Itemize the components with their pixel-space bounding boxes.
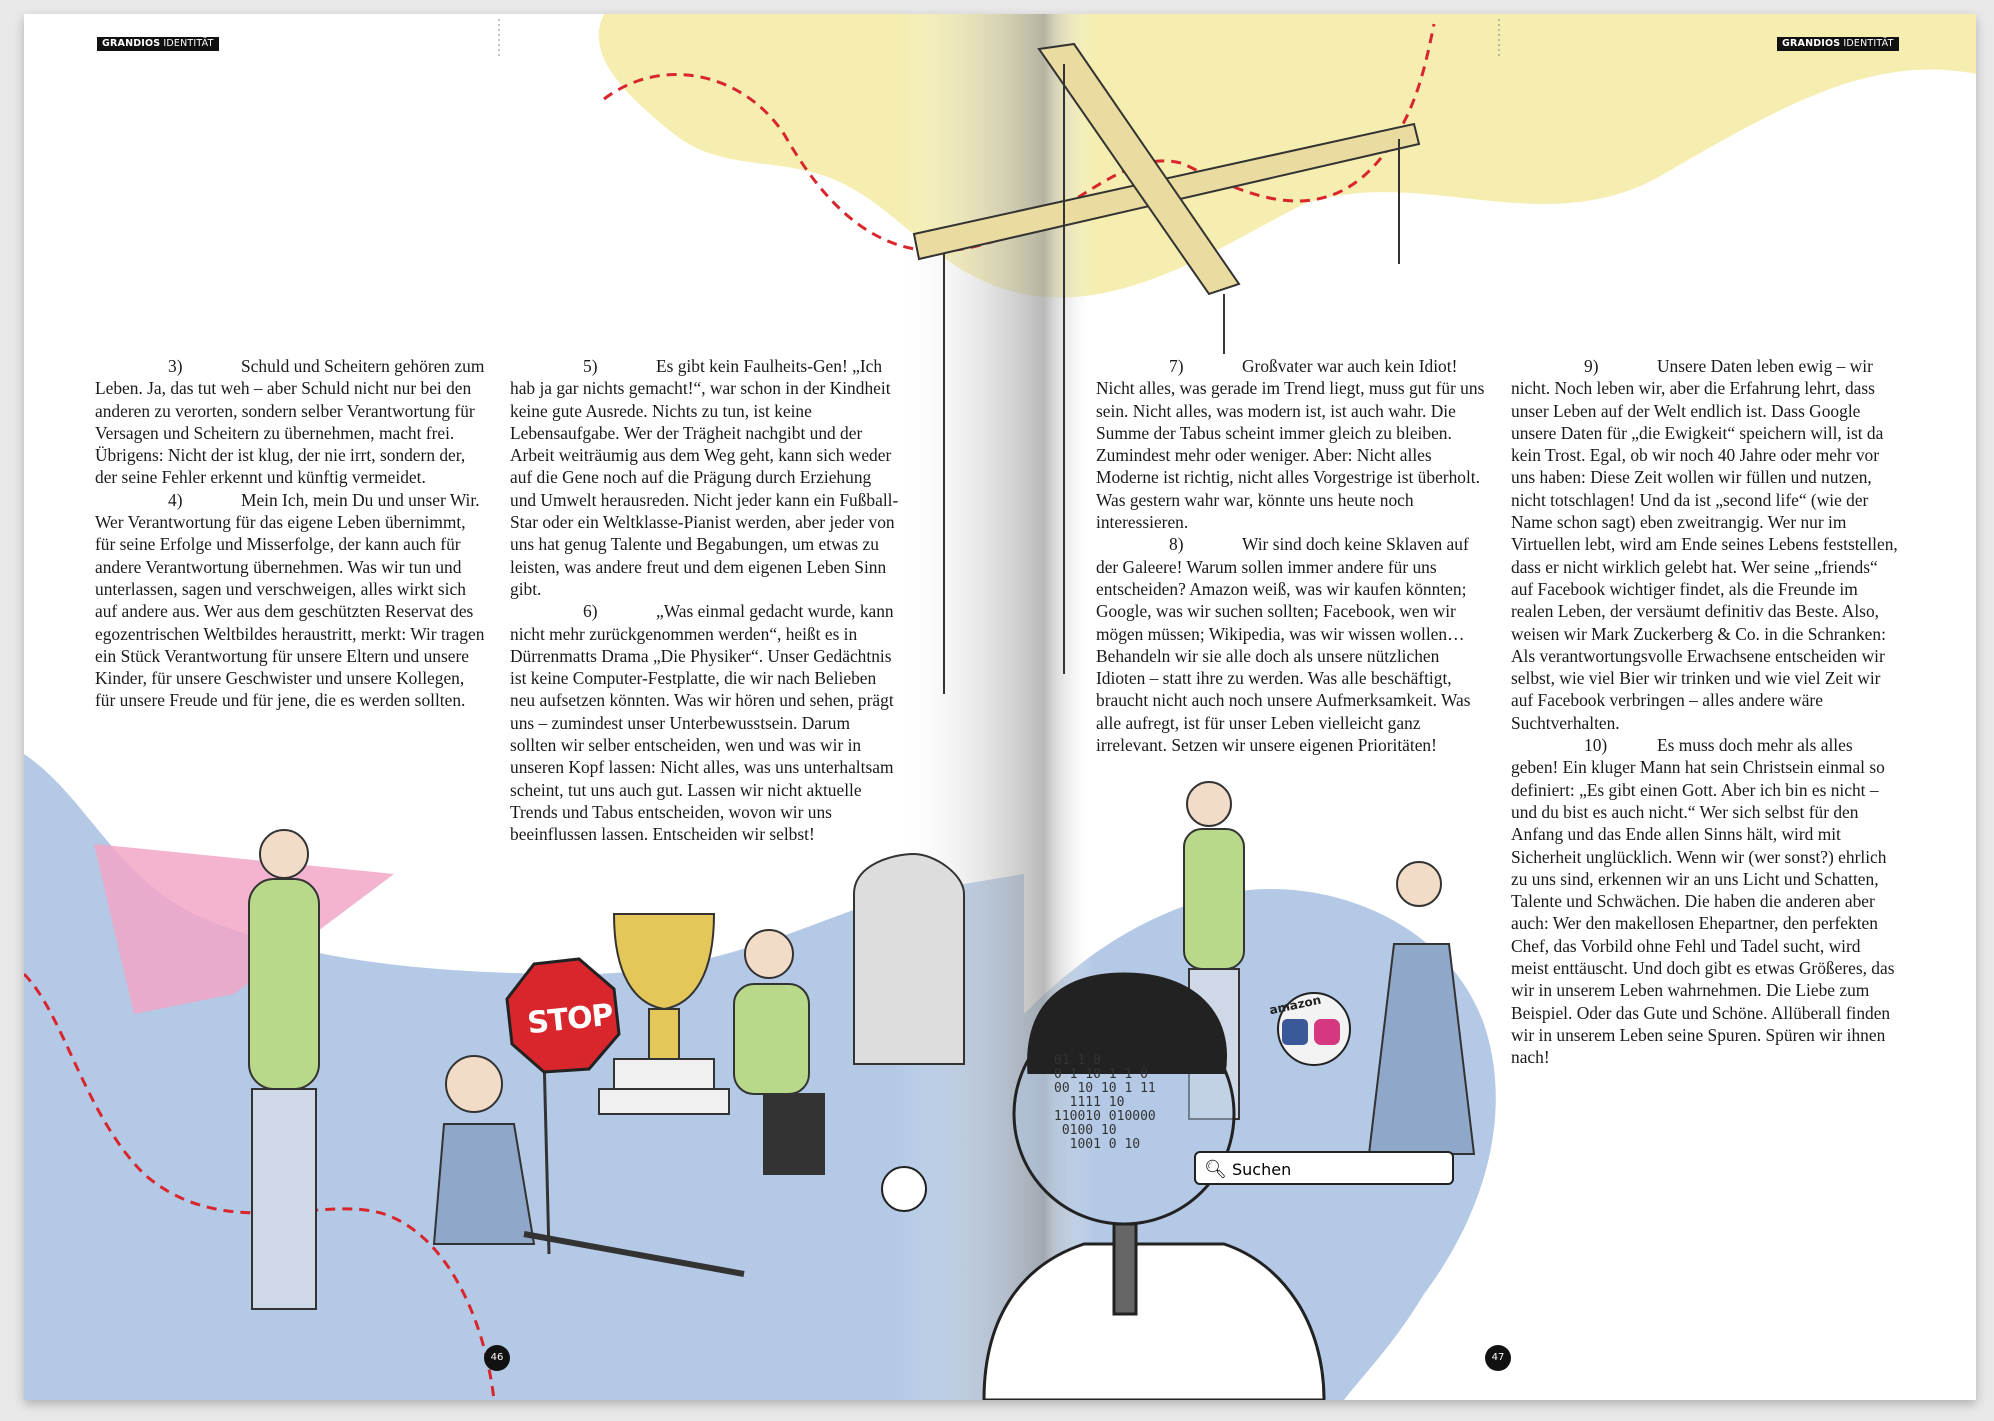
man-figure	[248, 829, 320, 1310]
text-column-2: 5)Es gibt kein Faulheits-Gen! „Ich hab j…	[510, 355, 900, 846]
paragraph-text: Schuld und Scheitern gehören zum Leben. …	[95, 356, 485, 488]
paragraph: 4)Mein Ich, mein Du und unser Wir. Wer V…	[95, 489, 485, 712]
paragraph-text: Es gibt kein Faulheits-Gen! „Ich hab ja …	[510, 356, 899, 599]
illustration	[24, 14, 1976, 1400]
marionette-cross	[912, 42, 1421, 694]
blue-blob-left	[24, 754, 1024, 1400]
paragraph: 6)„Was einmal gedacht wurde, kann nicht …	[510, 600, 900, 845]
paragraph-number: 10)	[1584, 735, 1608, 756]
paragraph-text: Es muss doch mehr als alles geben! Ein k…	[1511, 735, 1895, 1068]
page-number-right: 47	[1485, 1345, 1511, 1371]
paragraph: 8)Wir sind doch keine Sklaven auf der Ga…	[1096, 533, 1486, 756]
paragraph: 7)Großvater war auch kein Idiot! Nicht a…	[1096, 355, 1486, 533]
page-number-left: 46	[484, 1345, 510, 1371]
magnifier-man	[982, 972, 1326, 1400]
paragraph-text: Mein Ich, mein Du und unser Wir. Wer Ver…	[95, 489, 485, 711]
text-column-1: 3)Schuld und Scheitern gehören zum Leben…	[95, 355, 485, 712]
paragraph-number: 4)	[168, 489, 183, 510]
paragraph-text: „Was einmal gedacht wurde, kann nicht me…	[510, 601, 894, 845]
woman-in-dress	[1367, 861, 1476, 1155]
stop-sign	[505, 957, 621, 1255]
badge-section: IDENTITÄT	[1843, 38, 1894, 49]
paragraph-number: 5)	[583, 356, 598, 376]
paragraph-text: Unsere Daten leben ewig – wir nicht. Noc…	[1511, 356, 1898, 733]
paragraph-number: 8)	[1169, 534, 1184, 555]
paragraph: 10)Es muss doch mehr als alles geben! Ei…	[1511, 734, 1901, 1068]
paragraph: 5)Es gibt kein Faulheits-Gen! „Ich hab j…	[510, 355, 900, 600]
paragraph-text: Wir sind doch keine Sklaven auf der Gale…	[1096, 534, 1471, 756]
text-column-3: 7)Großvater war auch kein Idiot! Nicht a…	[1096, 355, 1486, 756]
paragraph: 9)Unsere Daten leben ewig – wir nicht. N…	[1511, 355, 1901, 734]
footballer-figure	[733, 929, 825, 1175]
trophy	[598, 913, 730, 1115]
paragraph-number: 3)	[168, 356, 183, 376]
tombstone	[853, 852, 965, 1065]
woman-figure	[432, 1055, 745, 1277]
binary-digits: 01 1 0 0 1 10 1 1 0 00 10 10 1 11 1111 1…	[1054, 1053, 1156, 1152]
paragraph-number: 6)	[583, 601, 598, 622]
football	[881, 1166, 927, 1212]
paragraph-number: 9)	[1584, 356, 1599, 376]
badge-brand: GRANDIOS	[102, 38, 161, 49]
text-column-4: 9)Unsere Daten leben ewig – wir nicht. N…	[1511, 355, 1901, 1069]
paragraph-text: Großvater war auch kein Idiot! Nicht all…	[1096, 356, 1485, 533]
search-bar-drawing: 🔍︎ Suchen	[1194, 1151, 1454, 1185]
paragraph-number: 7)	[1169, 356, 1184, 376]
magnifier-icon: 🔍︎	[1204, 1159, 1227, 1180]
pink-triangle	[94, 844, 394, 1014]
badge-section: IDENTITÄT	[163, 38, 214, 49]
badge-brand: GRANDIOS	[1782, 38, 1841, 49]
paragraph: 3)Schuld und Scheitern gehören zum Leben…	[95, 355, 485, 489]
search-label: Suchen	[1232, 1160, 1292, 1179]
